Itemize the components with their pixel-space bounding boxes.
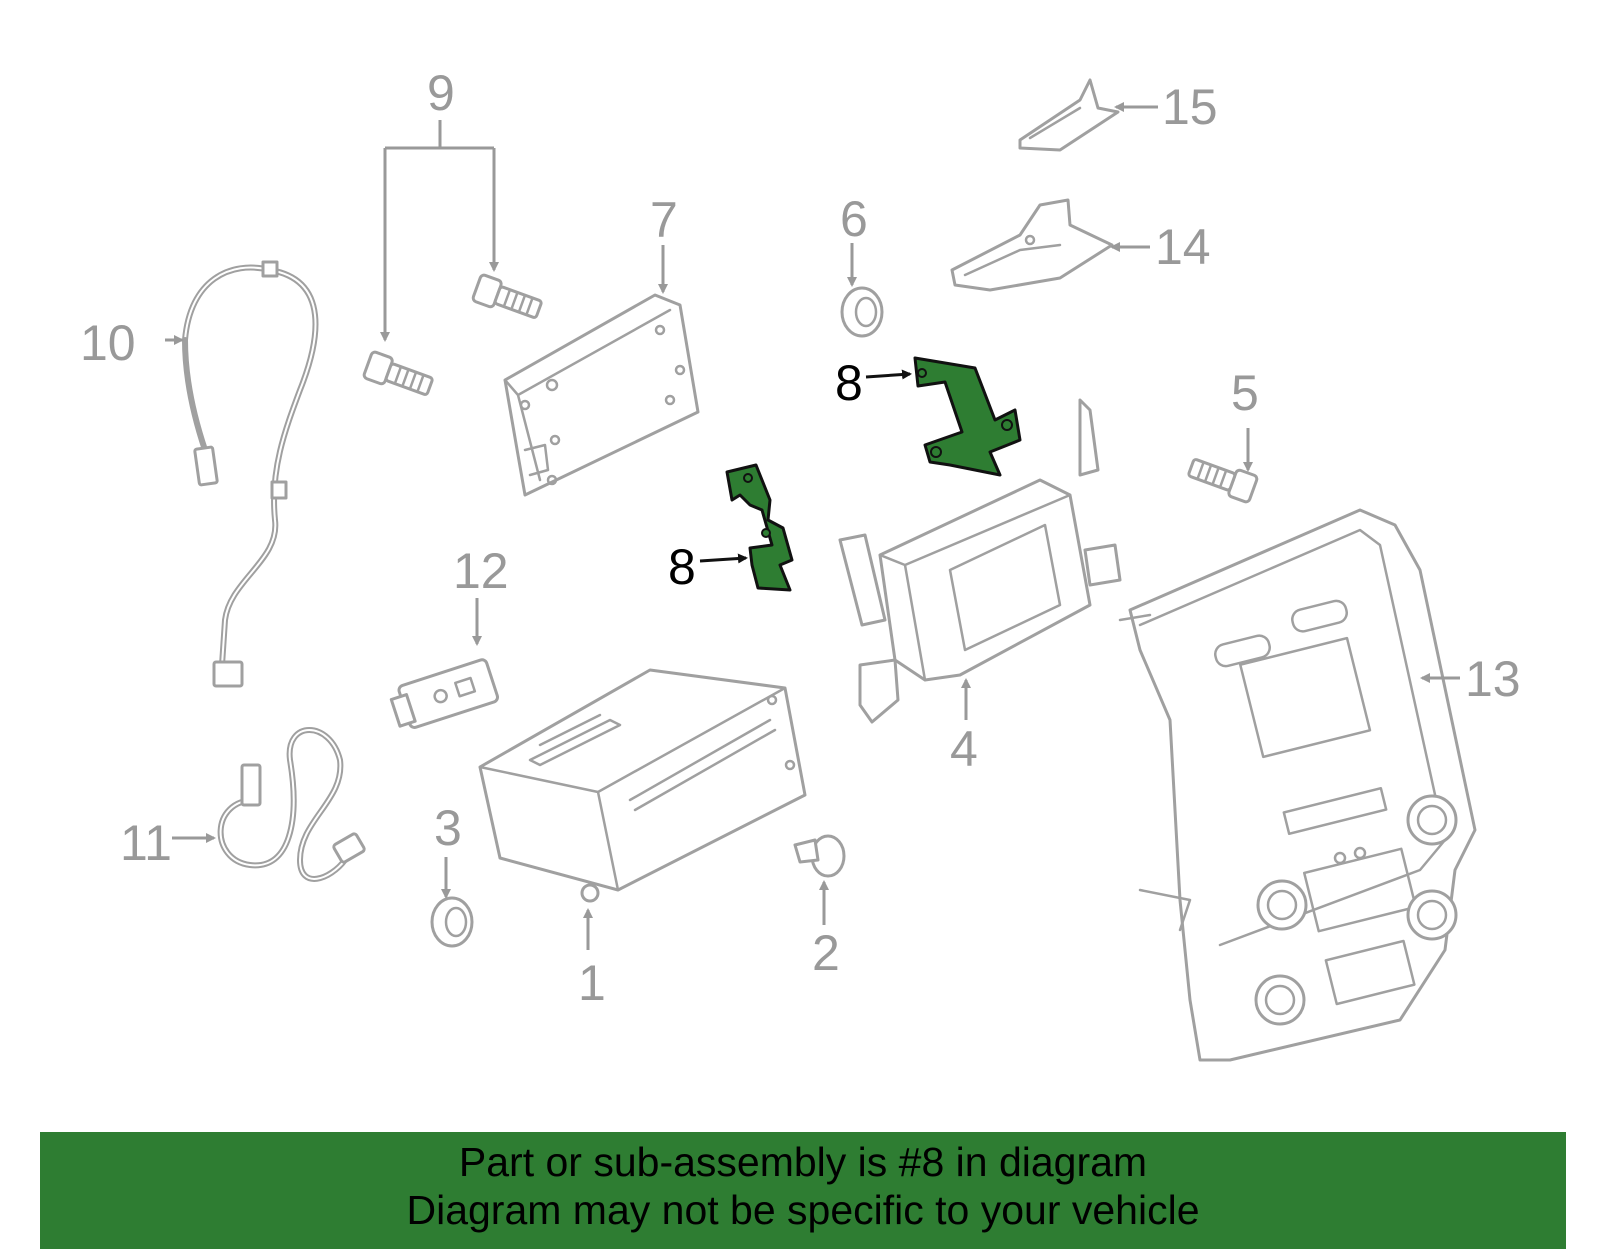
callout-4: 4	[950, 721, 978, 777]
part-3-grommet	[430, 896, 474, 948]
callout-10: 10	[80, 315, 136, 371]
part-8-bracket-lower	[725, 463, 794, 592]
part-15-trim	[1018, 78, 1120, 152]
callout-2: 2	[812, 925, 840, 981]
part-7-module	[503, 293, 700, 497]
part-11-cable	[217, 727, 366, 882]
banner-line-2: Diagram may not be specific to your vehi…	[406, 1187, 1200, 1233]
callout-6: 6	[840, 191, 868, 247]
callout-5: 5	[1231, 365, 1259, 421]
part-13-bezel	[1118, 508, 1477, 1062]
part-5-bolt	[1187, 458, 1259, 504]
part-8-bracket-upper	[913, 356, 1022, 477]
callout-8-upper: 8	[835, 355, 863, 411]
callout-7: 7	[650, 192, 678, 248]
callout-3: 3	[434, 800, 462, 856]
callout-14: 14	[1155, 219, 1211, 275]
callout-12: 12	[453, 543, 509, 599]
part-2-pin	[793, 834, 846, 878]
part-10-harness	[182, 260, 319, 688]
part-6-grommet	[840, 286, 884, 338]
banner-line-1: Part or sub-assembly is #8 in diagram	[458, 1139, 1148, 1185]
callout-9: 9	[427, 65, 455, 121]
leader-lines	[165, 102, 1460, 950]
info-banner: Part or sub-assembly is #8 in diagram Di…	[40, 1132, 1566, 1249]
callout-15: 15	[1162, 79, 1218, 135]
part-14-trim	[950, 198, 1114, 292]
part-1-receiver	[478, 668, 807, 903]
part-12-switch	[389, 658, 500, 729]
part-9-bolts	[362, 120, 543, 396]
part-4-display	[838, 398, 1122, 724]
callout-13: 13	[1465, 651, 1521, 707]
callout-8-lower: 8	[668, 539, 696, 595]
callout-11: 11	[120, 815, 172, 871]
callout-1: 1	[578, 955, 606, 1011]
